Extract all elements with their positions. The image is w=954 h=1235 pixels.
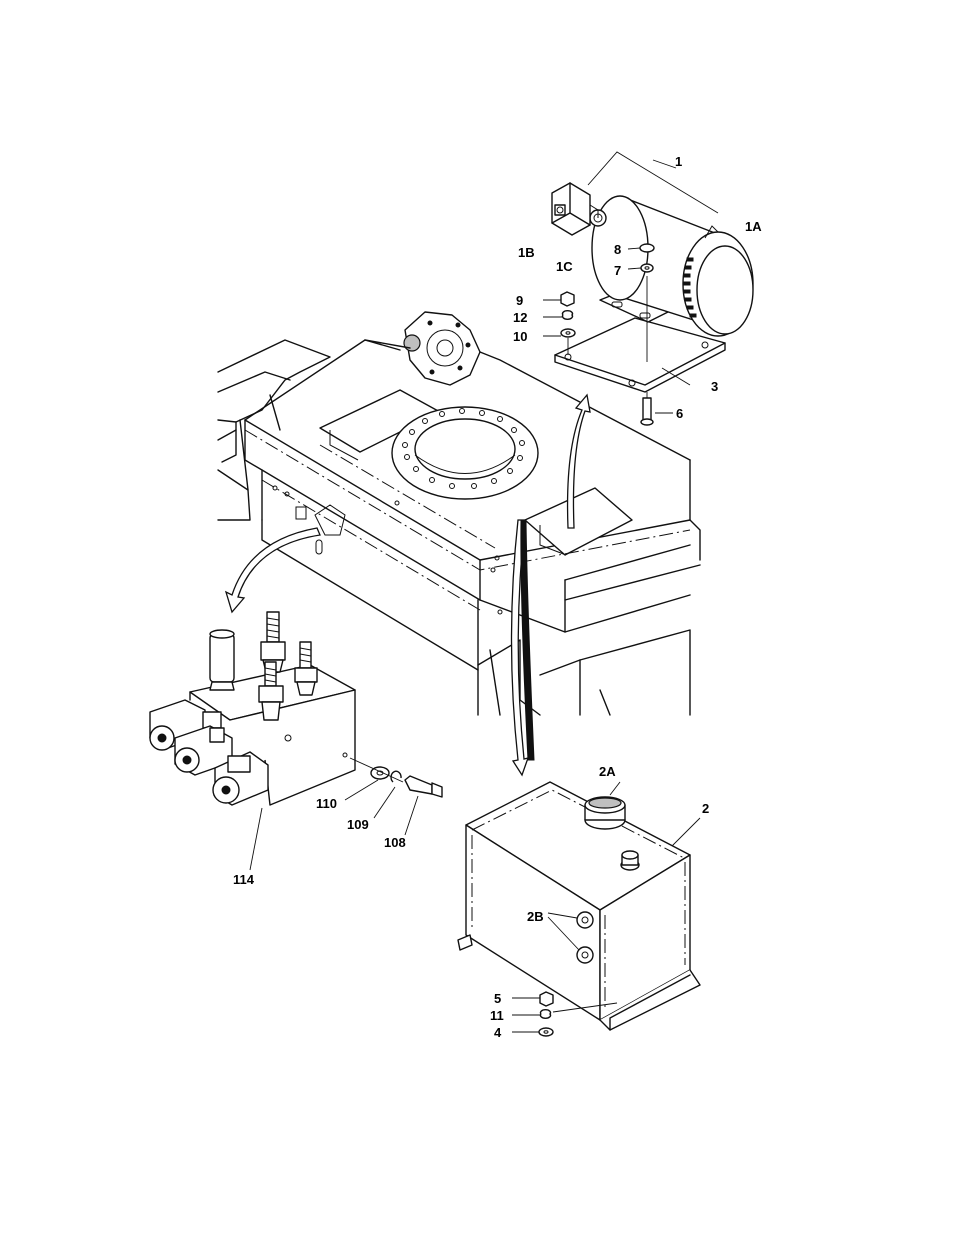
valve-manifold xyxy=(150,612,442,870)
callout-5: 5 xyxy=(494,991,501,1006)
callout-10: 10 xyxy=(513,329,527,344)
callout-1: 1 xyxy=(675,154,682,169)
callout-4: 4 xyxy=(494,1025,502,1040)
callout-108: 108 xyxy=(384,835,406,850)
callout-8: 8 xyxy=(614,242,621,257)
cartridge-right xyxy=(295,642,317,695)
callout-9: 9 xyxy=(516,293,523,308)
callout-2B: 2B xyxy=(527,909,544,924)
callout-6: 6 xyxy=(676,406,683,421)
callout-11: 11 xyxy=(490,1008,504,1023)
callout-109: 109 xyxy=(347,817,369,832)
callout-12: 12 xyxy=(513,310,527,325)
callout-1A: 1A xyxy=(745,219,762,234)
callout-110: 110 xyxy=(316,796,337,811)
callout-7: 7 xyxy=(614,263,621,278)
callout-114: 114 xyxy=(233,872,255,887)
callout-1C: 1C xyxy=(556,259,573,274)
motor-pump-assembly xyxy=(552,152,753,392)
callout-2A: 2A xyxy=(599,764,616,779)
callout-2: 2 xyxy=(702,801,709,816)
callout-3: 3 xyxy=(711,379,718,394)
callout-1B: 1B xyxy=(518,245,535,260)
